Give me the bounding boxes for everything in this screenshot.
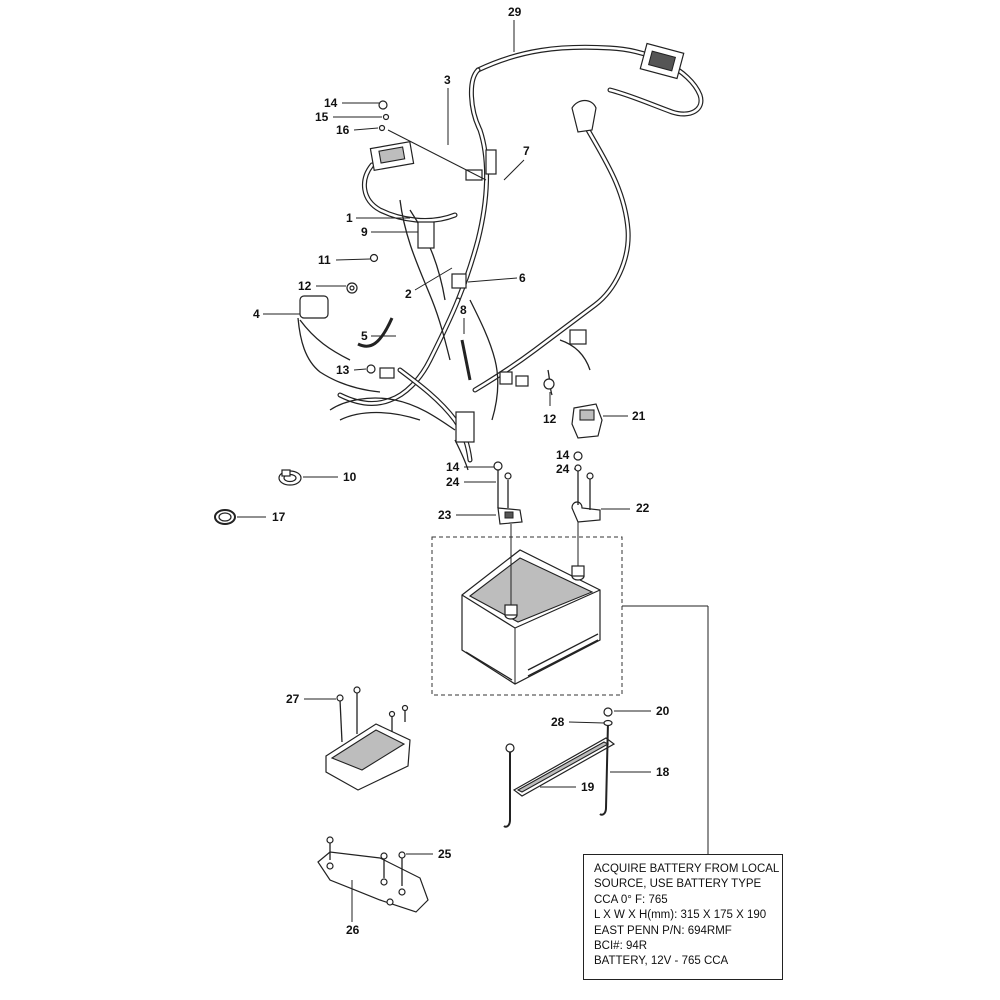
part-27: 27	[286, 686, 411, 791]
part-17: 17	[214, 509, 286, 525]
svg-text:14: 14	[324, 96, 338, 110]
terminal-22: 22	[571, 451, 650, 523]
terminal-23: 23	[438, 461, 523, 525]
callout-29: 29	[508, 5, 522, 52]
svg-text:2: 2	[405, 287, 412, 301]
svg-text:16: 16	[336, 123, 350, 137]
svg-text:28: 28	[551, 715, 565, 729]
battery-note-line: BCI#: 94R	[594, 940, 648, 953]
callout-14-right: 14	[556, 448, 570, 462]
callout-24-left: 24	[446, 475, 496, 489]
svg-text:15: 15	[315, 110, 329, 124]
battery-note-line: EAST PENN P/N: 694RMF	[594, 924, 732, 937]
callout-2: 2	[405, 267, 453, 301]
svg-text:4: 4	[253, 307, 260, 321]
callout-11: 11	[318, 253, 371, 267]
svg-text:10: 10	[343, 470, 357, 484]
callout-14-left: 14	[446, 460, 494, 474]
battery-note-line: L X W X H(mm): 315 X 175 X 190	[594, 909, 767, 922]
svg-text:29: 29	[508, 5, 522, 19]
svg-text:11: 11	[318, 253, 331, 267]
battery-note-line: CCA 0° F: 765	[594, 893, 668, 906]
callout-16: 16	[336, 123, 487, 181]
svg-text:24: 24	[446, 475, 460, 489]
svg-text:12: 12	[543, 412, 557, 426]
svg-text:3: 3	[444, 73, 451, 87]
svg-text:17: 17	[272, 510, 286, 524]
svg-text:1: 1	[346, 211, 353, 225]
callout-1: 1	[346, 211, 410, 225]
battery-note: ACQUIRE BATTERY FROM LOCAL SOURCE, USE B…	[583, 854, 783, 980]
callout-9: 9	[361, 225, 418, 239]
svg-text:7: 7	[523, 144, 530, 158]
svg-text:22: 22	[636, 501, 650, 515]
svg-text:26: 26	[346, 923, 360, 937]
svg-text:24: 24	[556, 462, 570, 476]
battery	[431, 522, 623, 696]
svg-text:5: 5	[361, 329, 368, 343]
svg-text:25: 25	[438, 847, 452, 861]
callout-8: 8	[460, 303, 467, 334]
svg-text:27: 27	[286, 692, 300, 706]
callout-6: 6	[467, 271, 526, 285]
svg-text:14: 14	[446, 460, 460, 474]
svg-text:9: 9	[361, 225, 368, 239]
callout-4: 4	[253, 307, 300, 321]
callout-14-top: 14	[324, 96, 379, 110]
callout-3: 3	[444, 73, 451, 145]
svg-text:19: 19	[581, 780, 595, 794]
callout-24-right: 24	[556, 462, 575, 476]
svg-text:18: 18	[656, 765, 670, 779]
wiring-harness	[297, 42, 704, 471]
callout-13: 13	[336, 363, 367, 377]
callout-5: 5	[361, 329, 396, 343]
battery-note-line: ACQUIRE BATTERY FROM LOCAL	[594, 863, 780, 875]
callout-12-top: 12	[298, 279, 346, 293]
callout-12-mid: 12	[543, 392, 557, 426]
svg-text:8: 8	[460, 303, 467, 317]
svg-text:6: 6	[519, 271, 526, 285]
svg-text:23: 23	[438, 508, 452, 522]
svg-text:21: 21	[632, 409, 646, 423]
battery-note-line: BATTERY, 12V - 765 CCA	[594, 955, 729, 968]
svg-text:12: 12	[298, 279, 312, 293]
callout-7: 7	[503, 144, 530, 181]
svg-text:20: 20	[656, 704, 670, 718]
svg-text:13: 13	[336, 363, 350, 377]
battery-note-line: SOURCE, USE BATTERY TYPE	[594, 878, 762, 891]
part-10: 10	[278, 469, 357, 486]
part-21: 21	[571, 403, 646, 439]
battery-hold-down: 20 28 18 19	[503, 704, 670, 828]
callout-25: 25	[406, 847, 452, 861]
svg-text:14: 14	[556, 448, 570, 462]
callout-15: 15	[315, 110, 382, 124]
part-26: 26	[317, 836, 429, 937]
